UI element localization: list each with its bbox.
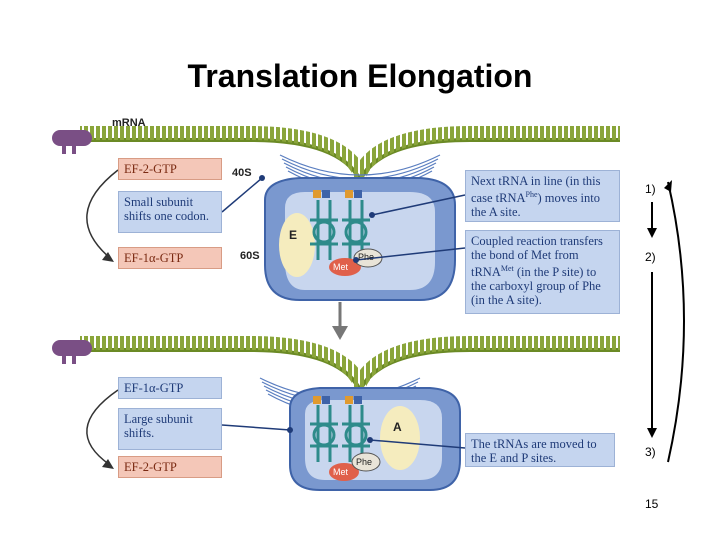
next-trna-sup: Phe <box>525 190 538 199</box>
trnas-moved-callout: The tRNAs are moved to the E and P sites… <box>465 433 615 467</box>
ef1-gtp-box-top: EF-1α-GTP <box>118 247 222 269</box>
callout-lines-top <box>221 177 466 261</box>
mrna-label: mRNA <box>112 117 146 129</box>
next-trna-end: ) moves into the A site. <box>471 191 600 220</box>
step-2-label: 2) <box>645 250 656 264</box>
ef1-gtp-box-bottom: EF-1α-GTP <box>118 377 222 399</box>
mrna-cap-top <box>52 130 92 154</box>
codon-blocks-bottom <box>313 396 362 404</box>
label-e-site: E <box>289 228 298 242</box>
coupled-text-2: (in the P site) to the carboxyl group of… <box>471 265 601 308</box>
trna-met-top <box>310 200 338 260</box>
step-3-label: 3) <box>645 445 656 459</box>
met-amino-acid-bottom <box>329 463 359 481</box>
phe-amino-acid-bottom <box>351 452 381 472</box>
label-a-site: A <box>393 420 402 434</box>
met-label-top: Met <box>333 262 349 272</box>
next-trna-callout: Next tRNA in line (in this case tRNAPhe)… <box>465 170 620 222</box>
ef2-gtp-box-top: EF-2-GTP <box>118 158 222 180</box>
small-subunit-shift-box: Small subunit shifts one codon. <box>118 191 222 233</box>
callout-lines-bottom <box>221 424 466 449</box>
trna-phe-bottom <box>342 405 370 462</box>
e-site-top <box>279 213 315 277</box>
large-subunit-shift-box: Large subunit shifts. <box>118 408 222 450</box>
page-number: 15 <box>645 497 659 511</box>
a-site-bottom <box>380 406 420 470</box>
met-amino-acid-top <box>329 258 361 276</box>
met-label-bottom: Met <box>333 467 349 477</box>
label-40s: 40S <box>232 167 252 179</box>
next-trna-text: Next tRNA in line (in this case tRNA <box>471 174 601 206</box>
coupled-reaction-callout: Coupled reaction transfers the bond of M… <box>465 230 620 314</box>
trna-met-bottom <box>310 405 338 462</box>
phe-label-top: Phe <box>358 252 375 262</box>
cycle-bracket <box>667 181 685 463</box>
slide-title: Translation Elongation <box>187 58 533 94</box>
ef2-gtp-box-bottom: EF-2-GTP <box>118 456 222 478</box>
coupled-text-1: Coupled reaction transfers the bond of M… <box>471 234 603 280</box>
curved-arrow-top <box>86 169 119 259</box>
trna-phe-top <box>342 200 370 260</box>
coupled-sup: Met <box>500 264 514 273</box>
step-1-label: 1) <box>645 182 656 196</box>
codon-blocks-top <box>313 190 362 198</box>
curved-arrow-bottom <box>86 389 119 466</box>
label-60s: 60S <box>240 250 260 262</box>
phe-label-bottom: Phe <box>356 457 373 467</box>
mrna-cap-bottom <box>52 340 92 364</box>
